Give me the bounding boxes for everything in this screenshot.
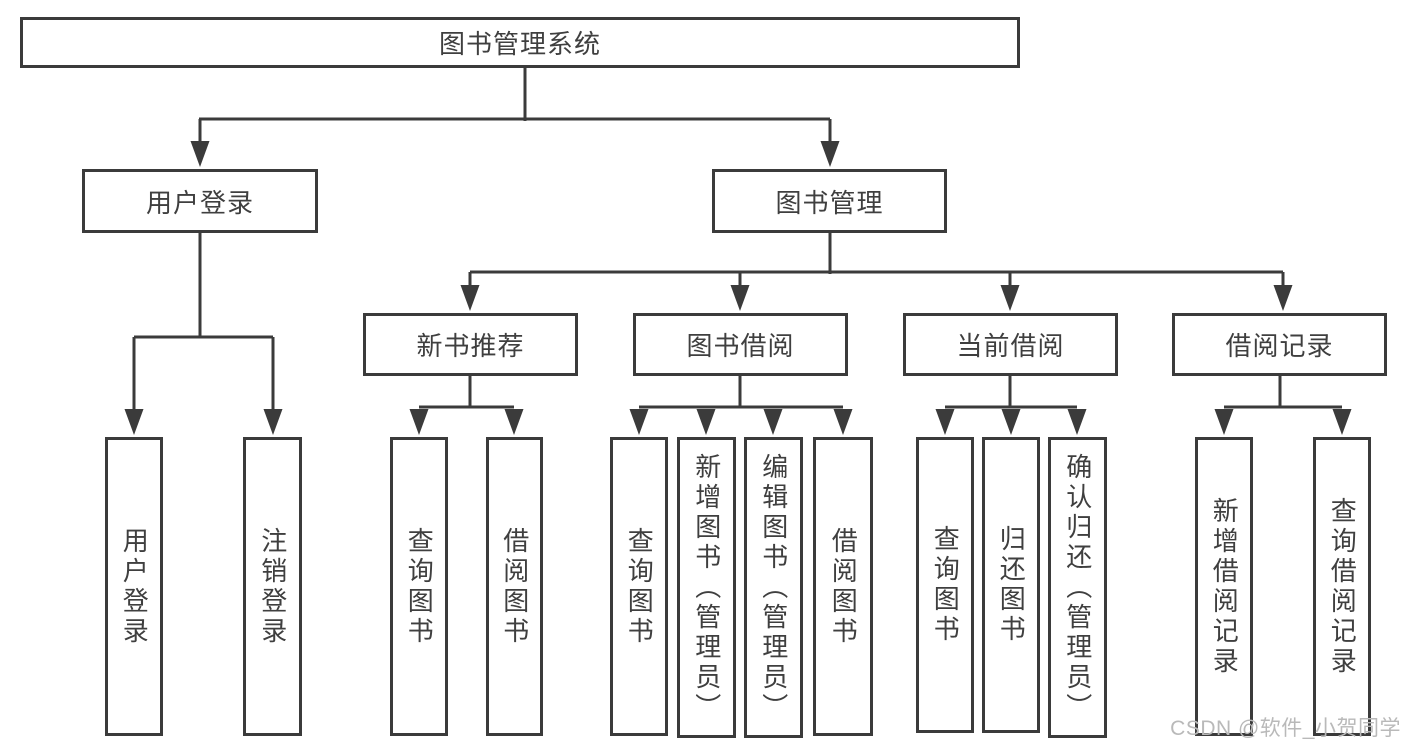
node-root-system-label: 图书管理系统: [438, 29, 601, 59]
leaf-borrow-books-1-label: 借阅图书: [499, 526, 530, 647]
leaf-query-books-2-label: 查询图书: [624, 526, 655, 647]
node-borrow-records: 借阅记录: [1172, 313, 1387, 376]
leaf-add-borrow-record: 新增借阅记录: [1195, 437, 1253, 736]
leaf-add-borrow-record-label: 新增借阅记录: [1209, 496, 1240, 677]
node-book-borrow: 图书借阅: [633, 313, 848, 376]
node-current-borrow-label: 当前借阅: [956, 331, 1065, 361]
leaf-query-books-2: 查询图书: [610, 437, 668, 736]
leaf-borrow-books-2: 借阅图书: [813, 437, 873, 736]
leaf-query-books-1: 查询图书: [390, 437, 448, 736]
leaf-logout: 注销登录: [243, 437, 302, 736]
leaf-confirm-return-admin: 确认归还（管理员）: [1048, 437, 1107, 738]
leaf-borrow-books-2-label: 借阅图书: [828, 526, 859, 647]
leaf-borrow-books-1: 借阅图书: [486, 437, 543, 736]
node-borrow-records-label: 借阅记录: [1225, 331, 1334, 361]
node-current-borrow: 当前借阅: [903, 313, 1118, 376]
leaf-query-books-3: 查询图书: [916, 437, 974, 733]
leaf-user-login: 用户登录: [105, 437, 163, 736]
watermark: CSDN @软件_小贺同学: [1170, 717, 1401, 740]
leaf-query-borrow-record-label: 查询借阅记录: [1327, 496, 1358, 677]
node-new-book-recommend-label: 新书推荐: [416, 331, 525, 361]
leaf-user-login-label: 用户登录: [119, 526, 150, 647]
leaf-confirm-return-admin-label: 确认归还（管理员）: [1062, 452, 1093, 723]
leaf-query-books-1-label: 查询图书: [404, 526, 435, 647]
leaf-add-books-admin: 新增图书（管理员）: [677, 437, 736, 738]
node-book-management-label: 图书管理: [775, 187, 884, 218]
leaf-return-books: 归还图书: [982, 437, 1040, 733]
leaf-edit-books-admin-label: 编辑图书（管理员）: [758, 452, 789, 723]
node-book-management: 图书管理: [712, 169, 947, 233]
node-user-login-branch-label: 用户登录: [145, 187, 254, 218]
node-book-borrow-label: 图书借阅: [686, 331, 795, 361]
leaf-return-books-label: 归还图书: [996, 525, 1027, 645]
node-user-login-branch: 用户登录: [82, 169, 318, 233]
leaf-query-books-3-label: 查询图书: [930, 525, 961, 645]
leaf-add-books-admin-label: 新增图书（管理员）: [691, 452, 722, 723]
leaf-edit-books-admin: 编辑图书（管理员）: [744, 437, 803, 738]
node-root-system: 图书管理系统: [20, 17, 1020, 68]
leaf-query-borrow-record: 查询借阅记录: [1313, 437, 1371, 736]
leaf-logout-label: 注销登录: [257, 526, 288, 647]
node-new-book-recommend: 新书推荐: [363, 313, 578, 376]
